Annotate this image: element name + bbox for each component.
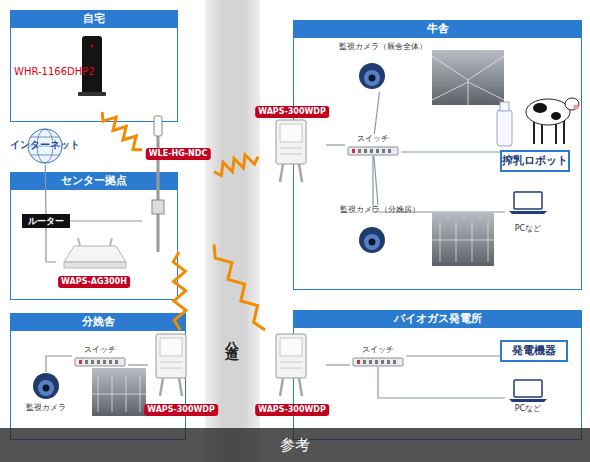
box-label: 発電機器: [500, 340, 568, 362]
camera-symbol: [359, 63, 385, 89]
site-box: バイオガス発電所WAPS-300WDPスイッチ発電機器PCなど: [293, 310, 582, 440]
box-label: 搾乳ロボット: [500, 150, 570, 172]
camera-photo: [92, 368, 146, 416]
site-box: センター拠点ルーター WAPS-AG300H: [10, 172, 178, 300]
switch-symbol: [75, 358, 125, 366]
site-box: 自宅 WHR-1166DHP2: [10, 10, 178, 122]
device-label: 監視カメラ（分娩房）: [335, 205, 425, 215]
access-point: WAPS-AG300H: [56, 234, 132, 290]
model-label: WHR-1166DHP2: [14, 66, 95, 77]
caption: 参考: [0, 428, 590, 462]
network-cable: [326, 364, 350, 365]
switch-symbol: [353, 358, 403, 366]
switch: スイッチ: [350, 345, 406, 367]
outdoor-access-point: [276, 334, 306, 396]
pc: PCなど: [505, 190, 551, 234]
wireless-link: [173, 252, 186, 330]
network-cable: [373, 156, 505, 212]
network-cable: [401, 151, 500, 152]
indoor-access-point: [64, 238, 126, 268]
outdoor-access-point: [276, 120, 306, 182]
camera-symbol: [33, 373, 59, 399]
outdoor-access-point: [156, 334, 186, 396]
network-cable: [374, 156, 378, 205]
network-cable: [46, 356, 72, 372]
milk-bottle: [497, 102, 512, 146]
model-tag: WAPS-300WDP: [255, 404, 329, 416]
network-cable: [378, 367, 505, 398]
camera-photo: [432, 212, 494, 266]
internet-cloud: インターネット: [8, 125, 82, 165]
network-cable: [406, 355, 500, 356]
model-tag: WAPS-300WDP: [255, 106, 329, 118]
switch-symbol: [348, 147, 398, 155]
wireless-link: [214, 155, 258, 176]
box-label: ルーター: [22, 214, 70, 228]
access-point: WAPS-300WDP: [258, 330, 326, 420]
antenna-pole: [152, 116, 164, 252]
network-cable: [45, 165, 47, 214]
device-label: PCなど: [505, 404, 551, 414]
pc-symbol: [509, 380, 547, 402]
network-cable: [70, 220, 142, 221]
model-tag: WAPS-AG300H: [58, 276, 130, 288]
device-label: PCなど: [505, 224, 551, 234]
road-band: 公道: [205, 0, 260, 462]
wireless-link: [214, 244, 265, 330]
camera-photo: [432, 50, 504, 105]
site-heading: バイオガス発電所: [293, 310, 582, 328]
access-point: WAPS-300WDP: [258, 106, 326, 184]
site-heading: 分娩舎: [10, 313, 186, 331]
network-cable: [374, 92, 379, 134]
equipment-box: 搾乳ロボット: [500, 150, 570, 172]
pc-symbol: [509, 192, 547, 214]
access-point: WAPS-300WDP: [148, 330, 214, 420]
device-label: スイッチ: [72, 345, 128, 355]
model-tag: WLE-HG-NDC: [146, 148, 211, 160]
network-cable: [46, 228, 56, 262]
wireless-link: [102, 112, 142, 150]
equipment-box: 発電機器: [500, 340, 568, 362]
wifi-router: [78, 36, 106, 96]
cow: [526, 98, 579, 144]
router-device: WHR-1166DHP2: [14, 32, 106, 112]
road-label: 公道: [224, 330, 242, 342]
antenna: WLE-HG-NDC: [142, 116, 214, 252]
caption-bar: 参考: [0, 428, 590, 462]
site-heading: センター拠点: [10, 172, 178, 190]
device-label: 監視カメラ: [20, 403, 72, 413]
site-heading: 自宅: [10, 10, 178, 28]
pc: PCなど: [505, 378, 551, 418]
camera: 監視カメラ（分娩房）: [335, 205, 425, 255]
switch: スイッチ: [345, 134, 401, 156]
camera-symbol: [359, 227, 385, 253]
device-label: スイッチ: [345, 134, 401, 144]
network-cable: [326, 144, 345, 145]
site-box: 牛舎監視カメラ（厩舎全体）WAPS-300WDPスイッチ搾乳ロボット監視カメラ（…: [293, 20, 582, 290]
model-tag: WAPS-300WDP: [144, 404, 218, 416]
site-box: 分娩舎監視カメラスイッチWAPS-300WDP: [10, 313, 186, 440]
router-box: ルーター: [22, 214, 70, 228]
internet-globe: [28, 129, 62, 163]
device-label: 監視カメラ（厩舎全体）: [335, 42, 430, 52]
device-label: インターネット: [8, 138, 82, 152]
switch: スイッチ: [72, 345, 128, 367]
camera: 監視カメラ: [20, 372, 72, 416]
site-heading: 牛舎: [293, 20, 582, 38]
network-cable: [128, 364, 148, 365]
camera: 監視カメラ（厩舎全体）: [335, 42, 430, 92]
device-label: スイッチ: [350, 345, 406, 355]
